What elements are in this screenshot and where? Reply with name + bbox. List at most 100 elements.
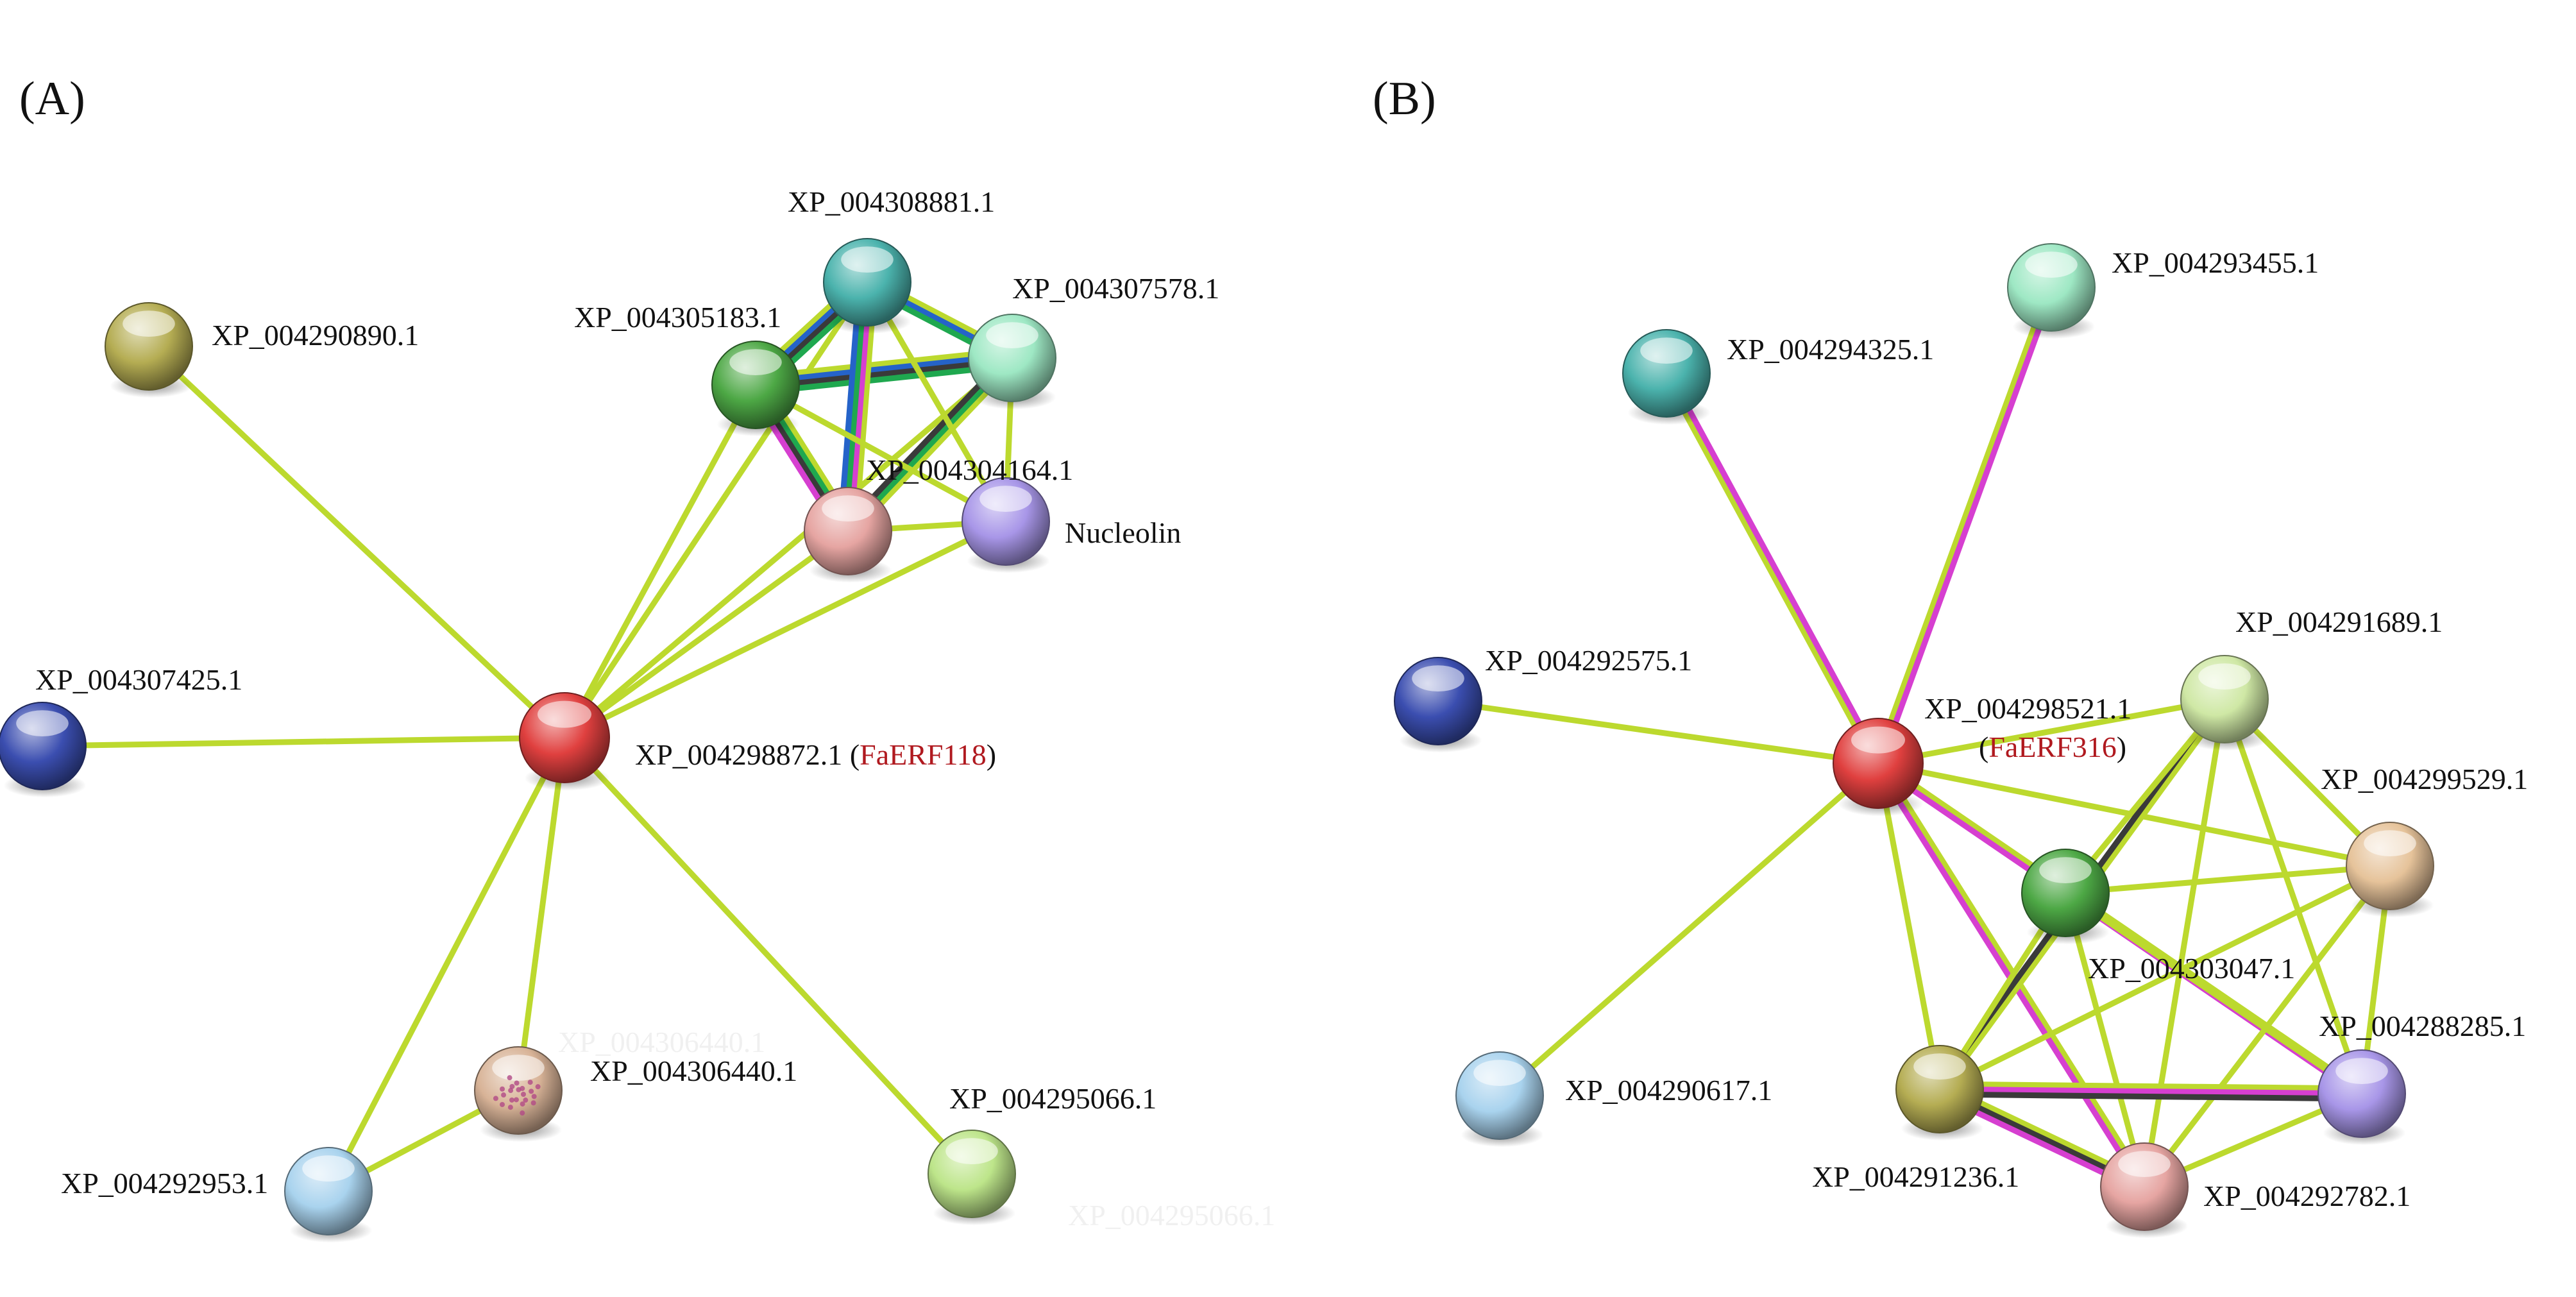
node-highlight: [986, 322, 1038, 349]
structure-dot: [493, 1096, 498, 1101]
node-highlight: [945, 1138, 998, 1165]
node-highlight: [2335, 1058, 2388, 1085]
node-label: XP_004299529.1: [2321, 763, 2528, 795]
structure-dot: [530, 1100, 536, 1106]
interaction-edge: [1938, 863, 2391, 1092]
evidence-channel-line: [563, 518, 1007, 741]
interaction-edge: [515, 737, 568, 1091]
evidence-channel-line: [2063, 890, 2364, 1096]
node-label: XP_004292953.1: [61, 1167, 268, 1200]
interaction-edge: [563, 518, 1007, 741]
node-id: XP_004298872.1: [635, 738, 842, 771]
faint-label: XP_004295066.1: [1068, 1199, 1275, 1232]
interaction-edge: [562, 735, 974, 1176]
node-label: XP_004292575.1: [1485, 644, 1692, 677]
evidence-channel-line: [563, 355, 1014, 740]
interaction-edge: [1873, 285, 2056, 765]
structure-dot: [500, 1086, 505, 1092]
evidence-channel-line: [326, 736, 567, 1193]
node-highlight: [16, 710, 69, 737]
interaction-edge: [754, 382, 1008, 524]
evidence-channel-line: [1877, 287, 2056, 765]
structure-dot: [500, 1101, 505, 1107]
interaction-edge: [1498, 761, 1880, 1098]
protein-node: [711, 341, 800, 437]
panel-b-label: (B): [1373, 72, 1436, 125]
interaction-edge: [2221, 698, 2365, 1095]
node-highlight: [302, 1155, 355, 1182]
structure-dot: [513, 1097, 519, 1103]
protein-node: [1895, 1045, 1984, 1141]
structure-dot: [531, 1094, 537, 1099]
node-label: XP_004290890.1: [212, 319, 419, 352]
node-label: XP_004292782.1: [2203, 1180, 2411, 1212]
node-label: XP_004307425.1: [35, 663, 242, 696]
node-highlight: [979, 486, 1032, 513]
evidence-channel-line: [42, 734, 565, 749]
structure-dot: [520, 1110, 525, 1116]
protein-node: [962, 477, 1050, 573]
node-label: XP_004288285.1: [2319, 1010, 2526, 1042]
structure-dot: [523, 1098, 529, 1103]
interaction-edge: [2065, 863, 2391, 896]
protein-node: [284, 1147, 373, 1243]
gene-name: FaERF118: [860, 738, 987, 771]
protein-node: [823, 238, 911, 334]
evidence-channel-line: [754, 382, 1008, 524]
panel-a-label: (A): [19, 72, 85, 125]
structure-dot: [535, 1084, 541, 1090]
evidence-channel-line: [1661, 373, 1879, 767]
node-highlight: [1412, 665, 1464, 692]
evidence-channel-line: [1875, 763, 1943, 1090]
evidence-channel-line: [1437, 698, 1879, 767]
structure-dot: [527, 1080, 533, 1085]
protein-node: [2318, 1049, 2406, 1146]
node-highlight: [538, 700, 591, 728]
protein-node: [105, 302, 193, 398]
protein-node: [2021, 849, 2110, 945]
interaction-edge: [146, 344, 567, 740]
evidence-channel-line: [562, 383, 758, 740]
structure-dot: [509, 1083, 515, 1089]
evidence-channel-line: [1498, 761, 1880, 1098]
interaction-edge: [326, 736, 567, 1193]
interaction-edge: [563, 355, 1014, 740]
gene-name-open-paren: (: [1979, 731, 1988, 763]
node-label: XP_004307578.1: [1012, 272, 1219, 305]
node-label: XP_004303047.1: [2088, 952, 2295, 985]
node-label: XP_004291689.1: [2235, 606, 2443, 638]
node-highlight: [1640, 337, 1693, 364]
evidence-channel-line: [1666, 370, 1883, 764]
structure-dot: [501, 1092, 507, 1098]
node-label: XP_004306440.1: [590, 1055, 797, 1087]
interaction-edge: [1661, 370, 1883, 767]
network-nodes: [0, 238, 2434, 1243]
faint-label: XP_004306440.1: [558, 1026, 765, 1058]
protein-structure-icon: [493, 1075, 541, 1116]
network-labels: XP_004298872.1 (FaERF118)XP_004308881.1X…: [35, 185, 2528, 1212]
node-label: XP_004308881.1: [788, 185, 995, 218]
node-highlight: [2118, 1151, 2171, 1178]
node-label: XP_004293455.1: [2112, 246, 2319, 279]
interaction-edge: [1437, 698, 1879, 767]
node-highlight: [492, 1055, 545, 1081]
protein-node: [1622, 329, 1711, 425]
node-label: XP_004305183.1: [574, 301, 781, 334]
node-label: XP_004298521.1: [1924, 692, 2131, 725]
evidence-channel-line: [1938, 863, 2391, 1092]
node-highlight: [123, 310, 175, 337]
panel-labels: (A) (B): [19, 72, 1436, 125]
node-highlight: [822, 495, 874, 522]
evidence-channel-line: [1873, 285, 2052, 764]
evidence-channel-line: [1939, 1086, 2362, 1097]
evidence-channel-line: [515, 737, 568, 1091]
node-highlight: [729, 349, 782, 376]
protein-node: [519, 692, 610, 791]
hub-gene-label: (FaERF316): [1979, 731, 2126, 763]
structure-dot: [509, 1097, 515, 1103]
node-highlight: [2198, 663, 2251, 690]
interaction-edge: [1939, 1081, 2362, 1102]
protein-node: [2180, 655, 2269, 751]
interaction-edge: [42, 734, 565, 749]
interaction-edge: [562, 383, 758, 740]
